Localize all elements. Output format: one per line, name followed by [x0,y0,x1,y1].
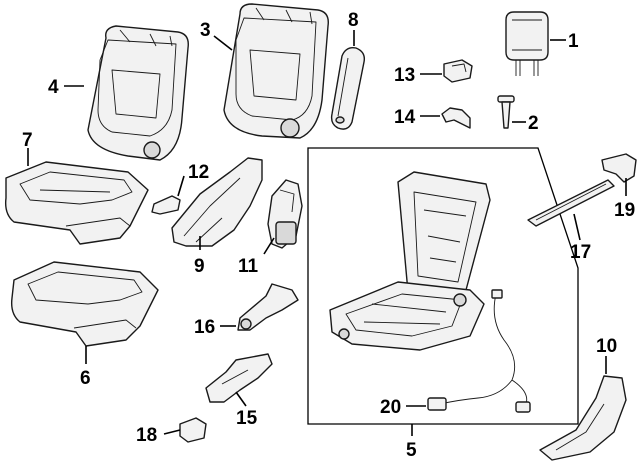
part-12-bracket[interactable] [151,195,181,215]
callout-3: 3 [200,20,211,41]
callout-2: 2 [528,113,539,134]
part-10-trim-cover[interactable] [539,375,627,461]
callout-15: 15 [236,408,258,429]
part-9-side-shield[interactable] [171,157,263,247]
part-16-lever[interactable] [237,283,299,331]
part-13-clip[interactable] [443,59,473,83]
part-2-guide[interactable] [497,95,515,129]
callout-18: 18 [136,425,157,446]
callout-20: 20 [380,397,401,418]
callout-16: 16 [194,317,215,338]
part-8-armrest[interactable] [330,46,366,130]
callout-5: 5 [406,440,417,461]
part-17-rail[interactable] [527,179,615,227]
callout-17: 17 [570,242,591,263]
part-19-end-cap[interactable] [601,153,637,183]
part-3-seat-back-frame-cover[interactable] [223,3,329,139]
callout-19: 19 [614,200,635,221]
callout-14: 14 [394,107,416,128]
part-6-seat-cushion[interactable] [10,261,159,347]
callout-4: 4 [48,77,59,98]
part-18-clip[interactable] [179,417,207,443]
part-4-seat-back-cover[interactable] [87,25,189,161]
callout-8: 8 [348,10,359,31]
part-1-headrest[interactable] [505,11,549,76]
callout-10: 10 [596,336,617,357]
callout-9: 9 [194,256,205,277]
part-7-seat-cushion-cover[interactable] [4,161,149,245]
part-11-mechanism[interactable] [267,179,303,249]
callout-12: 12 [188,162,209,183]
part-20-wiring-harness[interactable] [427,289,531,413]
leader-lines [27,30,627,436]
callout-13: 13 [394,65,415,86]
callout-labels: 1 2 3 4 5 6 7 8 9 10 11 12 13 14 15 16 1… [22,10,635,461]
callout-11: 11 [238,256,259,277]
part-5-seat-frame[interactable] [329,171,491,351]
callout-1: 1 [568,31,579,52]
callout-7: 7 [22,130,33,151]
part-15-plate[interactable] [205,353,273,403]
callout-6: 6 [80,368,91,389]
part-14-bracket[interactable] [441,107,471,129]
part-5-frame-box [307,147,579,425]
